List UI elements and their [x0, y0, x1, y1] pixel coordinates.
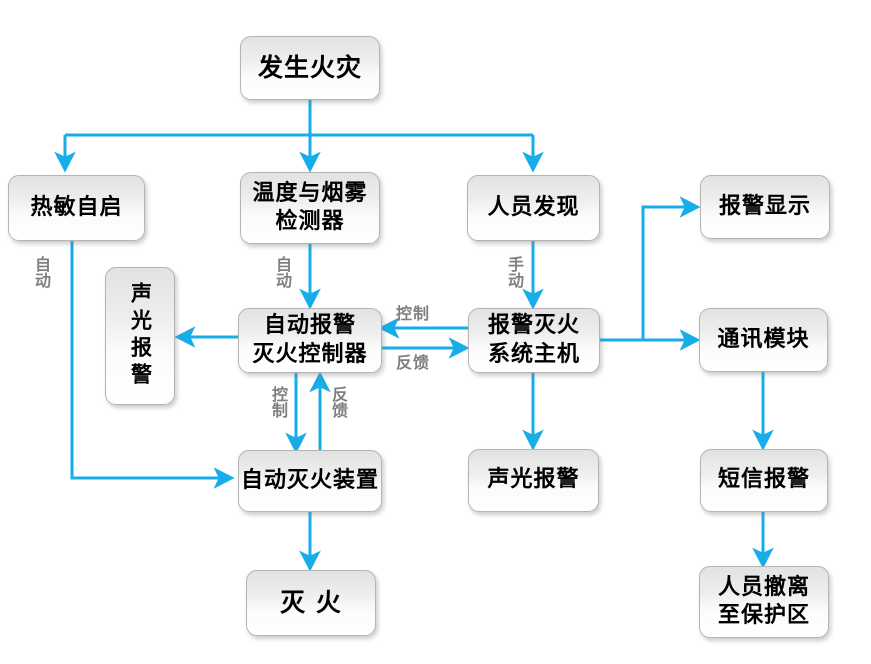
edge-label-control-vertical: 控制 — [269, 386, 288, 418]
edge-label-control-horizontal: 控制 — [396, 304, 431, 323]
node-audible-visual-alarm-center[interactable]: 声光报警 — [468, 449, 599, 512]
node-alarm-extinguish-host[interactable]: 报警灭火 系统主机 — [468, 308, 600, 373]
node-fire-occurs-label: 发生火灾 — [257, 53, 362, 82]
edge-host-to-alarm-display — [641, 196, 701, 340]
node-personnel-discovery[interactable]: 人员发现 — [467, 175, 600, 241]
node-extinguish[interactable]: 灭 火 — [246, 570, 376, 636]
node-alarm-extinguish-host-label: 报警灭火 系统主机 — [487, 313, 580, 367]
edge-label-feedback-horizontal: 反馈 — [396, 353, 431, 372]
node-temp-smoke-detector[interactable]: 温度与烟雾 检测器 — [240, 172, 380, 244]
node-sms-alarm[interactable]: 短信报警 — [700, 449, 828, 512]
node-personnel-evacuate[interactable]: 人员撤离 至保护区 — [699, 566, 829, 638]
edge-label-feedback-vertical: 反馈 — [329, 386, 348, 418]
node-communication-module[interactable]: 通讯模块 — [699, 308, 828, 372]
node-personnel-discovery-label: 人员发现 — [487, 194, 580, 220]
node-auto-extinguish-device-label: 自动灭火装置 — [240, 467, 379, 493]
node-audible-visual-alarm-left-label: 声光报警 — [128, 282, 153, 390]
node-sms-alarm-label: 短信报警 — [717, 467, 810, 493]
node-alarm-display-label: 报警显示 — [718, 193, 811, 219]
node-thermal-auto-start-label: 热敏自启 — [30, 194, 123, 220]
node-extinguish-label: 灭 火 — [280, 588, 342, 617]
node-fire-occurs[interactable]: 发生火灾 — [240, 36, 380, 100]
node-audible-visual-alarm-center-label: 声光报警 — [487, 467, 580, 493]
node-thermal-auto-start[interactable]: 热敏自启 — [8, 175, 145, 241]
node-alarm-display[interactable]: 报警显示 — [700, 175, 830, 239]
node-temp-smoke-detector-label: 温度与烟雾 检测器 — [252, 180, 368, 234]
edge-label-auto-left: 自动 — [32, 256, 51, 288]
node-personnel-evacuate-label: 人员撤离 至保护区 — [717, 574, 810, 628]
node-auto-extinguish-device[interactable]: 自动灭火装置 — [238, 450, 382, 512]
edge-label-auto-center: 自动 — [273, 256, 292, 288]
node-auto-alarm-extinguish-controller-label: 自动报警 灭火控制器 — [252, 313, 368, 367]
edge-label-manual: 手动 — [505, 256, 524, 288]
node-communication-module-label: 通讯模块 — [717, 326, 810, 352]
node-audible-visual-alarm-left[interactable]: 声光报警 — [105, 267, 175, 405]
node-auto-alarm-extinguish-controller[interactable]: 自动报警 灭火控制器 — [238, 308, 382, 373]
